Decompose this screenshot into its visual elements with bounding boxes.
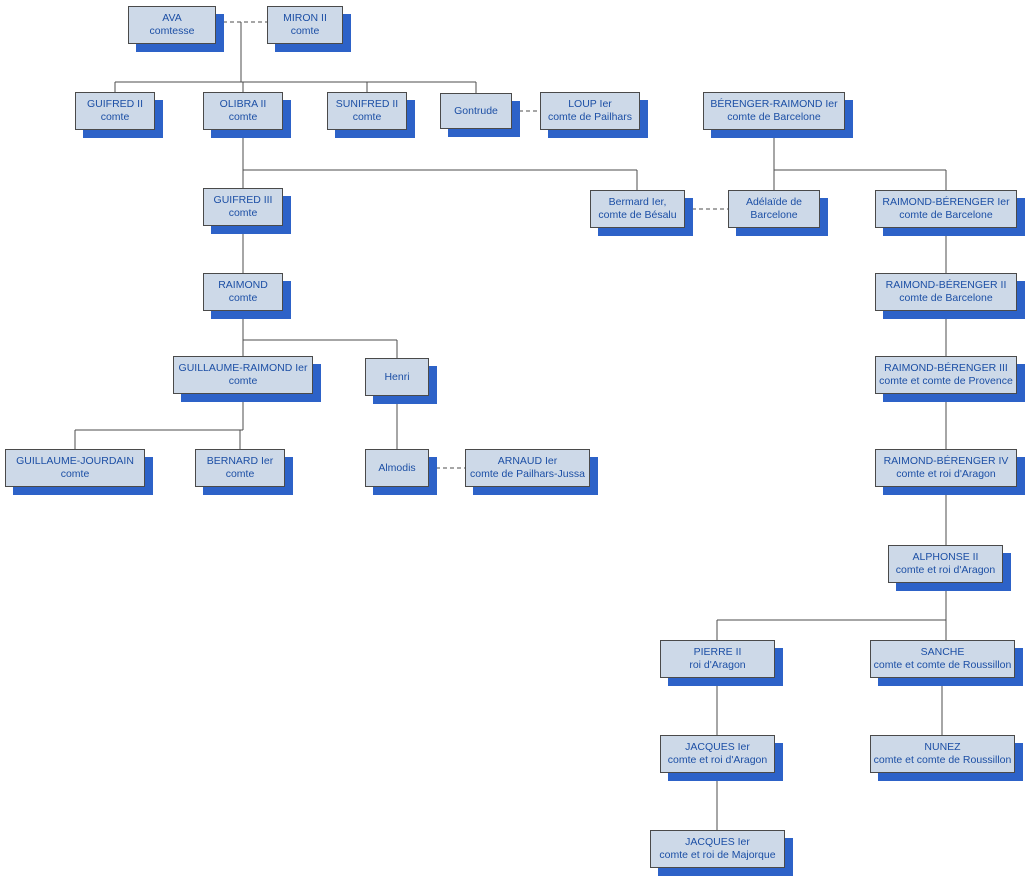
node-almodis[interactable]: Almodis: [365, 449, 429, 487]
node-name: LOUP Ier: [568, 98, 612, 110]
node-title: comte et roi d'Aragon: [895, 564, 996, 576]
node-title: comte et comte de Roussillon: [873, 659, 1012, 671]
node-berenger-raimond-1[interactable]: BÉRENGER-RAIMOND Ier comte de Barcelone: [703, 92, 845, 130]
node-name: GUIFRED II: [86, 98, 143, 110]
node-raimond-berenger-4[interactable]: RAIMOND-BÉRENGER IV comte et roi d'Arago…: [875, 449, 1017, 487]
node-title: Barcelone: [750, 209, 798, 221]
node-raimond-berenger-2[interactable]: RAIMOND-BÉRENGER II comte de Barcelone: [875, 273, 1017, 311]
node-title: comte: [228, 375, 258, 387]
node-guifred-3[interactable]: GUIFRED III comte: [203, 188, 283, 226]
node-raimond-berenger-1[interactable]: RAIMOND-BÉRENGER Ier comte de Barcelone: [875, 190, 1017, 228]
descent-lines: [74, 22, 947, 830]
node-jacques-1-aragon[interactable]: JACQUES Ier comte et roi d'Aragon: [660, 735, 775, 773]
node-bermard-1[interactable]: Bermard Ier, comte de Bésalu: [590, 190, 685, 228]
node-adelaide[interactable]: Adélaïde de Barcelone: [728, 190, 820, 228]
node-pierre-2[interactable]: PIERRE II roi d'Aragon: [660, 640, 775, 678]
node-henri[interactable]: Henri: [365, 358, 429, 396]
node-olibra-2[interactable]: OLIBRA II comte: [203, 92, 283, 130]
node-name: SUNIFRED II: [335, 98, 399, 110]
node-name: RAIMOND-BÉRENGER Ier: [882, 196, 1010, 208]
node-title: comte de Bésalu: [598, 209, 677, 221]
node-jacques-1-majorque[interactable]: JACQUES Ier comte et roi de Majorque: [650, 830, 785, 868]
node-name: JACQUES Ier: [685, 836, 750, 848]
node-ava[interactable]: AVA comtesse: [128, 6, 216, 44]
node-bernard-1[interactable]: BERNARD Ier comte: [195, 449, 285, 487]
node-arnaud-1[interactable]: ARNAUD Ier comte de Pailhars-Jussa: [465, 449, 590, 487]
node-guifred-2[interactable]: GUIFRED II comte: [75, 92, 155, 130]
node-name: Almodis: [378, 461, 416, 474]
node-name: MIRON II: [283, 12, 327, 24]
node-title: comte de Barcelone: [899, 209, 993, 221]
node-name: RAIMOND-BÉRENGER III: [884, 362, 1008, 374]
node-name: RAIMOND-BÉRENGER IV: [883, 455, 1009, 467]
node-title: comte: [352, 111, 382, 123]
node-title: comte et roi d'Aragon: [896, 468, 996, 480]
node-name: GUILLAUME-JOURDAIN: [16, 455, 134, 467]
node-title: comtesse: [149, 25, 195, 37]
node-title: comte: [228, 292, 258, 304]
node-miron-2[interactable]: MIRON II comte: [267, 6, 343, 44]
node-sunifred-2[interactable]: SUNIFRED II comte: [327, 92, 407, 130]
node-guillaume-jourdain[interactable]: GUILLAUME-JOURDAIN comte: [5, 449, 145, 487]
node-name: Adélaïde de: [745, 196, 803, 208]
node-alphonse-2[interactable]: ALPHONSE II comte et roi d'Aragon: [888, 545, 1003, 583]
node-title: comte: [290, 25, 320, 37]
node-name: NUNEZ: [924, 741, 961, 753]
node-name: SANCHE: [920, 646, 965, 658]
node-title: comte: [228, 111, 258, 123]
node-title: comte de Barcelone: [899, 292, 993, 304]
node-title: comte: [225, 468, 255, 480]
node-title: comte et roi d'Aragon: [667, 754, 768, 766]
marriage-lines: [216, 21, 728, 469]
node-title: comte de Barcelone: [727, 111, 821, 123]
node-title: comte de Pailhars: [547, 111, 633, 123]
node-name: GUIFRED III: [213, 194, 273, 206]
node-title: comte et comte de Provence: [879, 375, 1013, 387]
node-name: GUILLAUME-RAIMOND Ier: [178, 362, 308, 374]
node-nunez[interactable]: NUNEZ comte et comte de Roussillon: [870, 735, 1015, 773]
node-title: comte: [228, 207, 258, 219]
node-title: comte de Pailhars-Jussa: [470, 468, 585, 480]
node-loup-1[interactable]: LOUP Ier comte de Pailhars: [540, 92, 640, 130]
node-name: BÉRENGER-RAIMOND Ier: [710, 98, 838, 110]
node-title: roi d'Aragon: [689, 659, 746, 671]
node-name: BERNARD Ier: [206, 455, 274, 467]
node-name: AVA: [162, 12, 182, 24]
node-gontrude[interactable]: Gontrude: [440, 93, 512, 129]
node-guillaume-raimond-1[interactable]: GUILLAUME-RAIMOND Ier comte: [173, 356, 313, 394]
node-name: RAIMOND-BÉRENGER II: [885, 279, 1007, 291]
node-name: PIERRE II: [693, 646, 742, 658]
node-raimond[interactable]: RAIMOND comte: [203, 273, 283, 311]
node-title: comte: [60, 468, 90, 480]
node-name: JACQUES Ier: [685, 741, 750, 753]
node-name: ALPHONSE II: [912, 551, 979, 563]
node-title: comte et roi de Majorque: [659, 849, 776, 861]
node-name: Henri: [384, 370, 410, 383]
node-sanche[interactable]: SANCHE comte et comte de Roussillon: [870, 640, 1015, 678]
node-name: OLIBRA II: [219, 98, 267, 110]
node-name: RAIMOND: [218, 279, 268, 291]
node-title: comte et comte de Roussillon: [873, 754, 1012, 766]
node-title: comte: [100, 111, 130, 123]
node-name: ARNAUD Ier: [497, 455, 558, 467]
node-name: Bermard Ier,: [608, 196, 667, 208]
node-raimond-berenger-3[interactable]: RAIMOND-BÉRENGER III comte et comte de P…: [875, 356, 1017, 394]
node-name: Gontrude: [454, 104, 498, 117]
